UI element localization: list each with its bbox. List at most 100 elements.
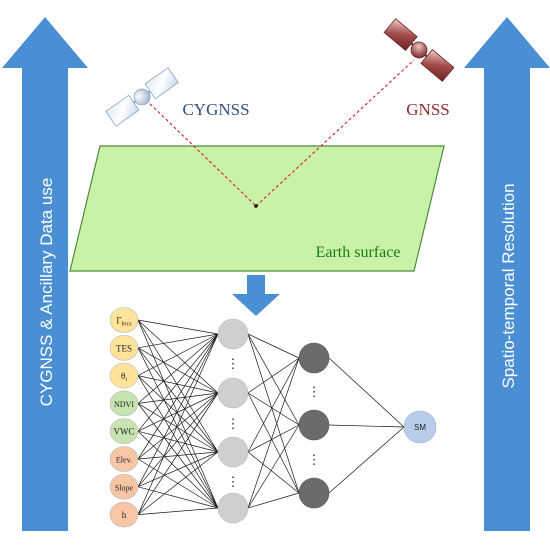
specular-point	[254, 204, 258, 208]
connection-line	[328, 424, 405, 428]
down-arrow	[232, 275, 280, 316]
left-arrow-shape	[2, 17, 88, 531]
gnss-satellite-icon	[383, 18, 455, 82]
connection-line	[137, 347, 219, 394]
right-arrow-shape	[464, 17, 550, 531]
connection-line	[137, 451, 219, 488]
input-node: h	[109, 501, 139, 528]
connection-line	[247, 424, 300, 453]
hidden-layer-2-node	[298, 409, 330, 441]
input-node: Elev.	[109, 446, 139, 472]
connection-line	[247, 333, 300, 359]
connection-line	[137, 430, 219, 453]
connection-line	[137, 507, 219, 515]
connection-line	[137, 392, 219, 515]
connection-line	[137, 392, 219, 404]
input-node-label: Elev.	[116, 456, 132, 465]
cygnss-satellite-icon	[105, 67, 179, 127]
connection-line	[137, 392, 219, 432]
connection-line	[247, 357, 300, 394]
earth-surface-label: Earth surface	[316, 244, 401, 261]
ellipsis-mark: ⋮	[227, 474, 240, 489]
cygnss-label: CYGNSS	[182, 100, 249, 119]
gnss-label: GNSS	[406, 100, 449, 119]
network-connections	[137, 319, 405, 515]
input-node-circle	[109, 473, 139, 500]
input-node-circle	[109, 390, 139, 417]
ellipsis-mark: ⋮	[227, 356, 240, 371]
input-node-label: h	[122, 510, 127, 520]
input-node-circle	[109, 307, 139, 333]
signal-path	[145, 59, 415, 208]
hidden-layer-2-node	[298, 342, 330, 374]
input-node-circle	[109, 418, 139, 445]
connection-line	[137, 451, 219, 460]
hidden-layer-1-node	[217, 436, 249, 468]
connection-line	[137, 319, 219, 394]
connection-line	[137, 403, 219, 453]
connection-line	[137, 392, 219, 488]
right-arrow: Spatio-temporal Resolution	[464, 17, 550, 531]
input-node-label: TES	[116, 343, 132, 353]
connection-line	[247, 424, 300, 509]
earth-surface-plane	[69, 145, 445, 272]
input-node-label: θi	[121, 371, 127, 383]
connection-line	[137, 333, 219, 487]
connection-line	[137, 333, 219, 460]
output-node: SM	[403, 410, 437, 444]
right-arrow-label: Spatio-temporal Resolution	[499, 183, 518, 388]
output-node-label: SM	[414, 423, 426, 432]
input-node-circle	[109, 446, 139, 472]
left-arrow: CYGNSS & Ancillary Data use	[2, 17, 88, 531]
input-node: NDVI	[109, 390, 139, 417]
input-node: θi	[109, 362, 139, 389]
connection-line	[247, 333, 300, 426]
connection-line	[328, 357, 405, 428]
connection-line	[247, 451, 300, 494]
hidden-layer-1-node	[217, 377, 249, 409]
input-node: Γbrcs	[109, 307, 139, 333]
input-node-subscript: brcs	[122, 322, 133, 328]
connection-line	[247, 357, 300, 509]
earth-surface: Earth surface	[69, 145, 445, 272]
input-node-label: VWC	[114, 427, 135, 437]
ellipsis-mark: ⋮	[308, 452, 321, 467]
output-node-circle	[403, 410, 437, 444]
connection-line	[137, 333, 219, 515]
connection-line	[247, 492, 300, 509]
hidden-layer-2-node	[298, 477, 330, 509]
input-node: TES	[109, 334, 139, 361]
connection-line	[247, 392, 300, 426]
input-node-circle	[109, 501, 139, 528]
ellipsis-mark: ⋮	[227, 416, 240, 431]
reflected-signal-line	[145, 99, 257, 207]
connection-line	[247, 357, 300, 453]
connection-line	[137, 375, 219, 394]
connection-line	[137, 392, 219, 460]
hidden-layer-1-node	[217, 492, 249, 524]
input-node-circle	[109, 362, 139, 389]
connection-line	[328, 426, 405, 494]
connection-line	[137, 333, 219, 349]
connection-line	[137, 333, 219, 376]
input-node-subscript: i	[125, 377, 127, 383]
connection-line	[137, 319, 219, 453]
connection-line	[137, 451, 219, 515]
connection-line	[247, 392, 300, 494]
connection-line	[137, 486, 219, 509]
ellipsis-mark: ⋮	[308, 384, 321, 399]
input-node-label: Slope	[115, 483, 134, 492]
input-node-label: NDVI	[114, 400, 134, 409]
hidden-layer-1-node	[217, 318, 249, 350]
connection-line	[137, 333, 219, 432]
input-node: Slope	[109, 473, 139, 500]
connection-line	[137, 347, 219, 453]
connection-line	[137, 333, 219, 404]
connection-line	[247, 333, 300, 494]
input-node: VWC	[109, 418, 139, 445]
connection-line	[137, 375, 219, 453]
left-arrow-label: CYGNSS & Ancillary Data use	[37, 178, 56, 407]
